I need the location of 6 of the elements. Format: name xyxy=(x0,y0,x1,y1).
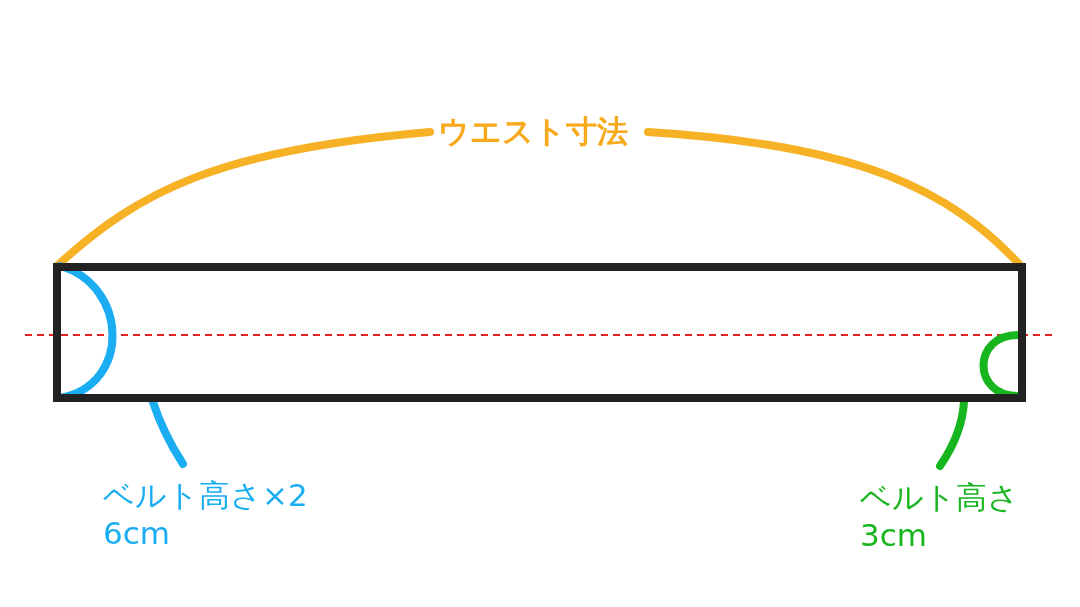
measurement-value: 6cm xyxy=(103,514,171,552)
dimension-label: ウエスト寸法 xyxy=(438,112,628,150)
callout-label: ベルト高さ×2 xyxy=(103,476,308,514)
belt-rectangle xyxy=(53,263,1026,402)
measurement-value: 3cm xyxy=(860,516,928,554)
callout-label: ベルト高さ xyxy=(860,478,1019,516)
